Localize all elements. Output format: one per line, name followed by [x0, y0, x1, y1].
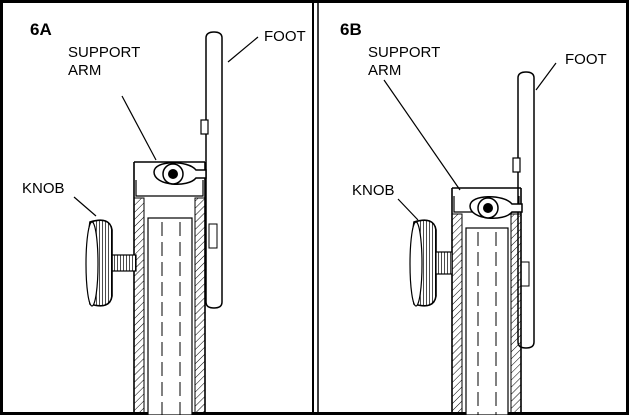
panel-6b-foot-notch-2: [520, 261, 530, 287]
panel-6a-foot-notch: [200, 119, 209, 135]
panel-6b-arm-leader: [383, 79, 461, 191]
panel-6a-knob-shaft: [109, 254, 137, 272]
panel-6a-support-arm-label-1: SUPPORT: [68, 44, 140, 61]
panel-6a-support-arm-label-2: ARM: [68, 62, 101, 79]
panel-6a-knob-leader: [73, 196, 97, 217]
panel-6b-foot-leader: [535, 62, 557, 91]
panel-6b-inner-tube: [465, 227, 509, 415]
panel-6a-tube-wall-right: [194, 197, 206, 415]
panel-6a-tube-wall-left: [133, 197, 145, 415]
panel-6b-foot-label: FOOT: [565, 51, 607, 68]
panel-6b-knob-leader: [397, 198, 419, 221]
panel-6a: 6A SUPPORT ARM FOOT KNOB: [22, 20, 306, 415]
panel-6a-id: 6A: [30, 20, 52, 39]
panel-6a-pivot-pin: [168, 169, 178, 179]
panel-6a-knob-label: KNOB: [22, 180, 65, 197]
panel-6a-bracket: [135, 180, 204, 197]
panel-6a-foot-notch-2: [208, 223, 218, 249]
panel-6b-pivot-pin: [483, 203, 493, 213]
panel-6a-foot: [205, 31, 223, 309]
panel-6a-foot-leader: [227, 36, 259, 63]
panel-6a-arm-leader: [121, 95, 157, 161]
panel-6b-support-arm-label-2: ARM: [368, 62, 401, 79]
panel-6a-knob-face: [85, 221, 99, 307]
panel-6b-knob-collar: [435, 251, 453, 275]
panel-6b-tube-wall-right: [510, 213, 522, 415]
panel-6a-inner-tube: [147, 217, 193, 415]
panel-6b: 6B SUPPORT ARM FOOT KNOB: [340, 20, 607, 415]
panel-6b-knob-label: KNOB: [352, 182, 395, 199]
panel-6b-foot-notch: [512, 157, 521, 173]
panel-6b-tube-wall-left: [451, 213, 463, 415]
panel-6b-knob-face: [409, 221, 423, 307]
panel-6b-support-arm-label-1: SUPPORT: [368, 44, 440, 61]
panel-6a-foot-label: FOOT: [264, 28, 306, 45]
panel-6b-id: 6B: [340, 20, 362, 39]
